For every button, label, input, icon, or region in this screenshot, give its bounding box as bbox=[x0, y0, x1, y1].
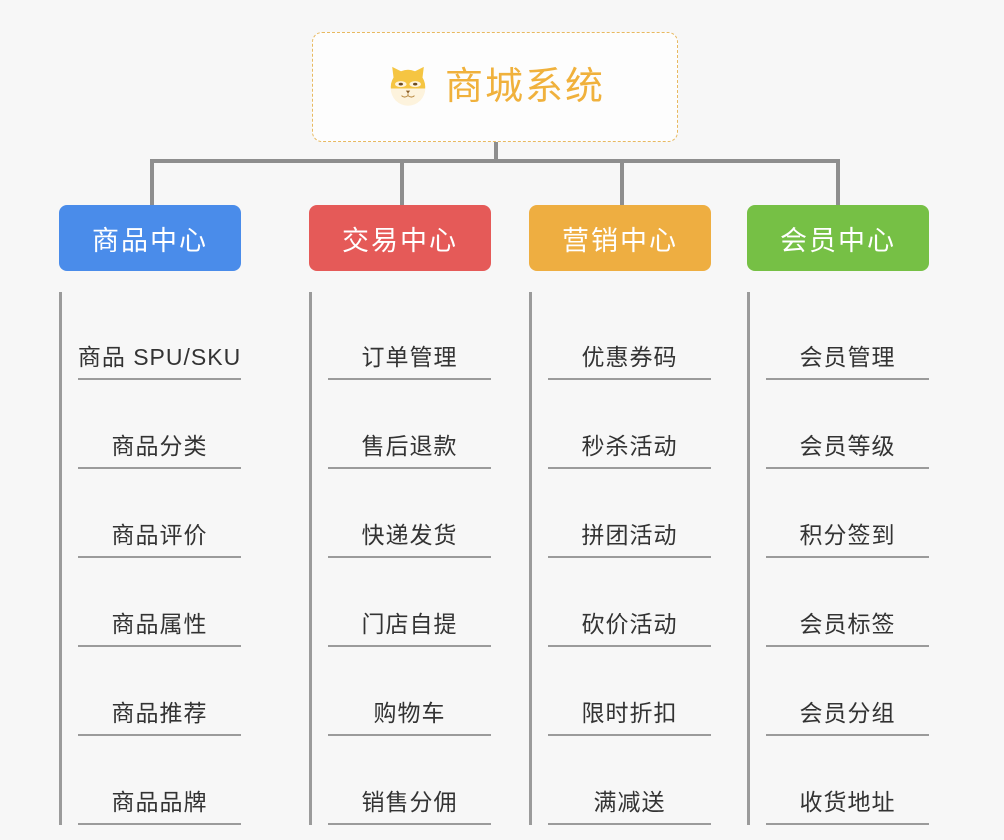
leaf-item-label: 商品 SPU/SKU bbox=[77, 343, 242, 370]
leaf-list-member-center: 会员管理会员等级积分签到会员标签会员分组收货地址 bbox=[747, 292, 929, 825]
root-title: 商城系统 bbox=[444, 66, 605, 108]
branch-column-marketing-center: 营销中心优惠券码秒杀活动拼团活动砍价活动限时折扣满减送 bbox=[529, 205, 711, 825]
leaf-item[interactable]: 收货地址 bbox=[766, 736, 929, 825]
leaf-item[interactable]: 商品 SPU/SKU bbox=[78, 292, 241, 380]
leaf-item[interactable]: 商品品牌 bbox=[78, 736, 241, 825]
leaf-list-trade-center: 订单管理售后退款快递发货门店自提购物车销售分佣 bbox=[309, 292, 491, 825]
connector-drop-marketing-center bbox=[620, 159, 624, 207]
connector-drop-member-center bbox=[836, 159, 840, 207]
leaf-item[interactable]: 会员标签 bbox=[766, 558, 929, 647]
leaf-item[interactable]: 售后退款 bbox=[328, 380, 491, 469]
leaf-item[interactable]: 商品属性 bbox=[78, 558, 241, 647]
leaf-item-label: 商品品牌 bbox=[111, 788, 208, 815]
leaf-item-label: 商品分类 bbox=[111, 432, 208, 459]
leaf-item[interactable]: 快递发货 bbox=[328, 469, 491, 558]
leaf-item-label: 订单管理 bbox=[361, 343, 458, 370]
branch-column-product-center: 商品中心商品 SPU/SKU 商品分类商品评价商品属性商品推荐商品品牌 bbox=[59, 205, 241, 825]
leaf-item[interactable]: 秒杀活动 bbox=[548, 380, 711, 469]
leaf-item[interactable]: 订单管理 bbox=[328, 292, 491, 380]
leaf-item[interactable]: 积分签到 bbox=[766, 469, 929, 558]
leaf-item[interactable]: 会员等级 bbox=[766, 380, 929, 469]
connector-root-stub bbox=[494, 142, 498, 163]
leaf-item-label: 秒杀活动 bbox=[581, 432, 678, 459]
branch-column-member-center: 会员中心会员管理会员等级积分签到会员标签会员分组收货地址 bbox=[747, 205, 929, 825]
branch-column-trade-center: 交易中心订单管理售后退款快递发货门店自提购物车销售分佣 bbox=[309, 205, 491, 825]
leaf-item[interactable]: 拼团活动 bbox=[548, 469, 711, 558]
leaf-item-label: 限时折扣 bbox=[581, 699, 678, 726]
leaf-item[interactable]: 砍价活动 bbox=[548, 558, 711, 647]
leaf-item[interactable]: 商品推荐 bbox=[78, 647, 241, 736]
connector-horizontal-bus bbox=[150, 159, 838, 163]
leaf-item-label: 满减送 bbox=[593, 788, 666, 815]
leaf-item[interactable]: 购物车 bbox=[328, 647, 491, 736]
category-box-product-center[interactable]: 商品中心 bbox=[59, 205, 241, 271]
leaf-item-label: 会员等级 bbox=[799, 432, 896, 459]
leaf-item[interactable]: 会员管理 bbox=[766, 292, 929, 380]
category-box-trade-center[interactable]: 交易中心 bbox=[309, 205, 491, 271]
leaf-item-label: 销售分佣 bbox=[361, 788, 458, 815]
leaf-item-label: 会员管理 bbox=[799, 343, 896, 370]
leaf-item-label: 砍价活动 bbox=[581, 610, 678, 637]
leaf-item-label: 拼团活动 bbox=[581, 521, 678, 548]
leaf-item[interactable]: 优惠券码 bbox=[548, 292, 711, 380]
leaf-item[interactable]: 商品评价 bbox=[78, 469, 241, 558]
category-box-member-center[interactable]: 会员中心 bbox=[747, 205, 929, 271]
leaf-list-marketing-center: 优惠券码秒杀活动拼团活动砍价活动限时折扣满减送 bbox=[529, 292, 711, 825]
leaf-item-label: 会员标签 bbox=[799, 610, 896, 637]
leaf-item[interactable]: 满减送 bbox=[548, 736, 711, 825]
leaf-item[interactable]: 限时折扣 bbox=[548, 647, 711, 736]
leaf-list-product-center: 商品 SPU/SKU 商品分类商品评价商品属性商品推荐商品品牌 bbox=[59, 292, 241, 825]
leaf-item-label: 商品推荐 bbox=[111, 699, 208, 726]
connector-drop-product-center bbox=[150, 159, 154, 207]
leaf-item-label: 积分签到 bbox=[799, 521, 896, 548]
category-box-marketing-center[interactable]: 营销中心 bbox=[529, 205, 711, 271]
leaf-item[interactable]: 商品分类 bbox=[78, 380, 241, 469]
leaf-item-label: 门店自提 bbox=[361, 610, 458, 637]
leaf-item[interactable]: 销售分佣 bbox=[328, 736, 491, 825]
leaf-item[interactable]: 会员分组 bbox=[766, 647, 929, 736]
leaf-item-label: 收货地址 bbox=[799, 788, 896, 815]
shiba-dog-face-icon bbox=[385, 64, 431, 110]
leaf-item-label: 商品评价 bbox=[111, 521, 208, 548]
connector-drop-trade-center bbox=[400, 159, 404, 207]
leaf-item-label: 会员分组 bbox=[799, 699, 896, 726]
leaf-item-label: 购物车 bbox=[373, 699, 446, 726]
leaf-item-label: 快递发货 bbox=[361, 521, 458, 548]
leaf-item-label: 优惠券码 bbox=[581, 343, 678, 370]
leaf-item[interactable]: 门店自提 bbox=[328, 558, 491, 647]
leaf-item-label: 商品属性 bbox=[111, 610, 208, 637]
root-node[interactable]: 商城系统 bbox=[312, 32, 678, 142]
leaf-item-label: 售后退款 bbox=[361, 432, 458, 459]
